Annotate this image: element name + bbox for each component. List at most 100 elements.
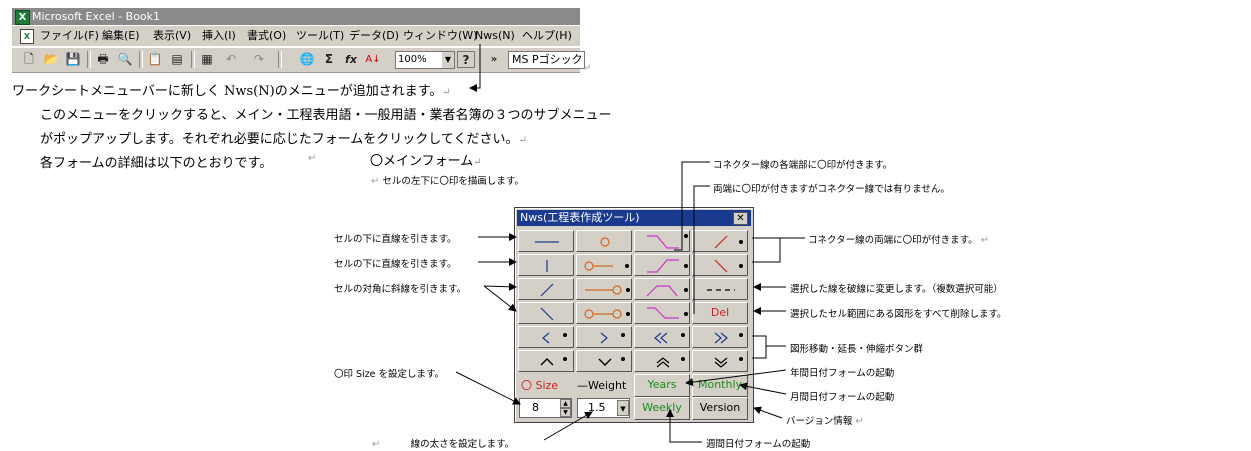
- horizontal-line-icon: [535, 241, 559, 243]
- annotation-version-info: バージョン情報 ↵: [786, 416, 864, 427]
- menu-window[interactable]: ウィンドウ(W): [403, 29, 478, 42]
- delete-label: Del: [710, 306, 730, 319]
- annotation-line-weight: ↵ 線の太さを設定します。: [372, 439, 515, 450]
- zoom-select[interactable]: 100% ▼: [395, 51, 455, 69]
- arrow-size: [455, 371, 521, 405]
- function-icon[interactable]: fx: [345, 53, 357, 66]
- arrow-nws-menu: [469, 44, 481, 92]
- chevron-down-icon[interactable]: ▼: [442, 52, 454, 68]
- circle-mark-button[interactable]: [576, 230, 632, 252]
- chevron-down-icon: [598, 357, 625, 366]
- connector-step-down-icon: [647, 307, 688, 319]
- toolbar-separator: [139, 51, 143, 68]
- open-folder-icon[interactable]: 📂: [43, 52, 59, 66]
- connector-elbow-down-button[interactable]: [634, 230, 690, 252]
- excel-toolbar: 🗋 📂 💾 🖶 🔍 📋 ▤ ▦ ↶ ↷ 🌐 Σ fx A↓ 100% ▼ ? »…: [12, 47, 585, 73]
- toolbar-options-icon[interactable]: »: [490, 54, 498, 65]
- hyperlink-globe-icon[interactable]: 🌐: [299, 52, 315, 66]
- connector-elbow-up-button[interactable]: [634, 254, 690, 276]
- diagonal-up-endmark-button[interactable]: [692, 230, 748, 252]
- chevron-up-icon: [540, 357, 567, 366]
- toolbar-separator: [87, 51, 91, 68]
- diagonal-down-endmark-button[interactable]: [692, 254, 748, 276]
- spin-up-icon[interactable]: ▲: [560, 399, 571, 408]
- vertical-line-button[interactable]: [518, 254, 574, 276]
- double-chevron-up-icon: [656, 357, 685, 368]
- toolbar-separator: [191, 51, 195, 68]
- autosum-icon[interactable]: Σ: [324, 52, 334, 66]
- delete-shapes-button[interactable]: Del: [692, 302, 748, 324]
- circle-line-icon: [584, 261, 629, 271]
- toolbar-separator: [278, 51, 282, 68]
- connector-step-down-button[interactable]: [634, 302, 690, 324]
- intro-line-1: ワークシートメニューバーに新しく Nws(N)のメニューが追加されます。↵: [12, 84, 451, 99]
- menu-tools[interactable]: ツール(T): [296, 29, 345, 42]
- table-icon[interactable]: ▦: [201, 52, 213, 66]
- menu-format[interactable]: 書式(O): [247, 29, 287, 42]
- circle-both-ends-button[interactable]: [576, 302, 632, 324]
- menu-file[interactable]: ファイル(F): [40, 29, 99, 42]
- font-select[interactable]: MS Pゴシック: [508, 51, 585, 69]
- print-preview-icon[interactable]: 🔍: [117, 52, 133, 66]
- sort-ascending-icon[interactable]: A↓: [365, 54, 381, 65]
- size-stepper[interactable]: 8 ▲ ▼: [519, 398, 572, 418]
- workbook-icon[interactable]: X: [20, 29, 34, 44]
- menu-help[interactable]: ヘルプ(H): [522, 29, 572, 42]
- menu-view[interactable]: 表示(V): [153, 29, 192, 42]
- save-icon[interactable]: 💾: [65, 52, 81, 66]
- extend-horizontal-button[interactable]: [692, 326, 748, 348]
- dashed-line-icon: [707, 289, 735, 291]
- move-up-button[interactable]: [518, 350, 574, 372]
- line-circle-button[interactable]: [576, 278, 632, 300]
- diagonal-up-icon: [540, 283, 554, 297]
- horizontal-line-button[interactable]: [518, 230, 574, 252]
- close-icon[interactable]: ✕: [733, 212, 748, 225]
- years-label: Years: [647, 378, 677, 391]
- arrow-diagonal-up: [483, 282, 517, 291]
- clipboard-icon[interactable]: ▤: [171, 52, 183, 66]
- annotation-delete: 選択したセル範囲にある図形をすべて削除します。: [790, 309, 1007, 320]
- return-mark: ↵: [308, 153, 317, 164]
- nws-title-bar[interactable]: Nws(工程表作成ツール) ✕: [517, 210, 751, 226]
- annotation-dashed: 選択した線を破線に変更します。（複数選択可能）: [790, 284, 1003, 295]
- circle-both-ends-icon: [584, 309, 630, 319]
- shrink-vertical-button[interactable]: [634, 350, 690, 372]
- weekly-form-button[interactable]: Weekly: [634, 397, 690, 420]
- version-button[interactable]: Version: [692, 397, 748, 420]
- undo-icon[interactable]: ↶: [225, 52, 237, 66]
- nws-window-title: Nws(工程表作成ツール): [520, 211, 640, 224]
- menu-nws[interactable]: Nws(N): [475, 29, 515, 42]
- move-left-button[interactable]: [518, 326, 574, 348]
- shrink-horizontal-button[interactable]: [634, 326, 690, 348]
- version-label: Version: [699, 401, 741, 414]
- excel-title-bar: X Microsoft Excel - Book1: [12, 8, 580, 25]
- double-chevron-right-icon: [714, 332, 743, 344]
- new-file-icon[interactable]: 🗋: [24, 52, 34, 66]
- menu-data[interactable]: データ(D): [349, 29, 400, 42]
- annotation-both-ends: 両端に〇印が付きますがコネクター線では有りません。: [713, 184, 950, 195]
- arrow-both-ends: [693, 185, 710, 314]
- dashed-line-button[interactable]: [692, 278, 748, 300]
- bracket-move: [752, 335, 767, 359]
- connector-step-button[interactable]: [634, 278, 690, 300]
- annotation-horizontal-line: セルの下に直線を引きます。: [334, 234, 457, 245]
- size-value: 8: [532, 401, 539, 414]
- menu-edit[interactable]: 編集(E): [102, 29, 140, 42]
- extend-vertical-button[interactable]: [692, 350, 748, 372]
- annotation-yearly-form: 年間日付フォームの起動: [790, 368, 895, 379]
- chevron-down-icon[interactable]: ▼: [617, 400, 629, 416]
- circle-line-button[interactable]: [576, 254, 632, 276]
- move-right-button[interactable]: [576, 326, 632, 348]
- spin-down-icon[interactable]: ▼: [560, 408, 571, 417]
- help-icon[interactable]: ?: [457, 51, 475, 68]
- menu-insert[interactable]: 挿入(I): [202, 29, 236, 42]
- move-down-button[interactable]: [576, 350, 632, 372]
- zoom-value: 100%: [398, 54, 427, 65]
- diagonal-down-button[interactable]: [518, 302, 574, 324]
- redo-icon[interactable]: ↷: [253, 52, 265, 66]
- print-icon[interactable]: 🖶: [97, 52, 109, 66]
- paste-icon[interactable]: 📋: [147, 52, 163, 66]
- diagonal-up-button[interactable]: [518, 278, 574, 300]
- arrow-weekly: [666, 409, 702, 443]
